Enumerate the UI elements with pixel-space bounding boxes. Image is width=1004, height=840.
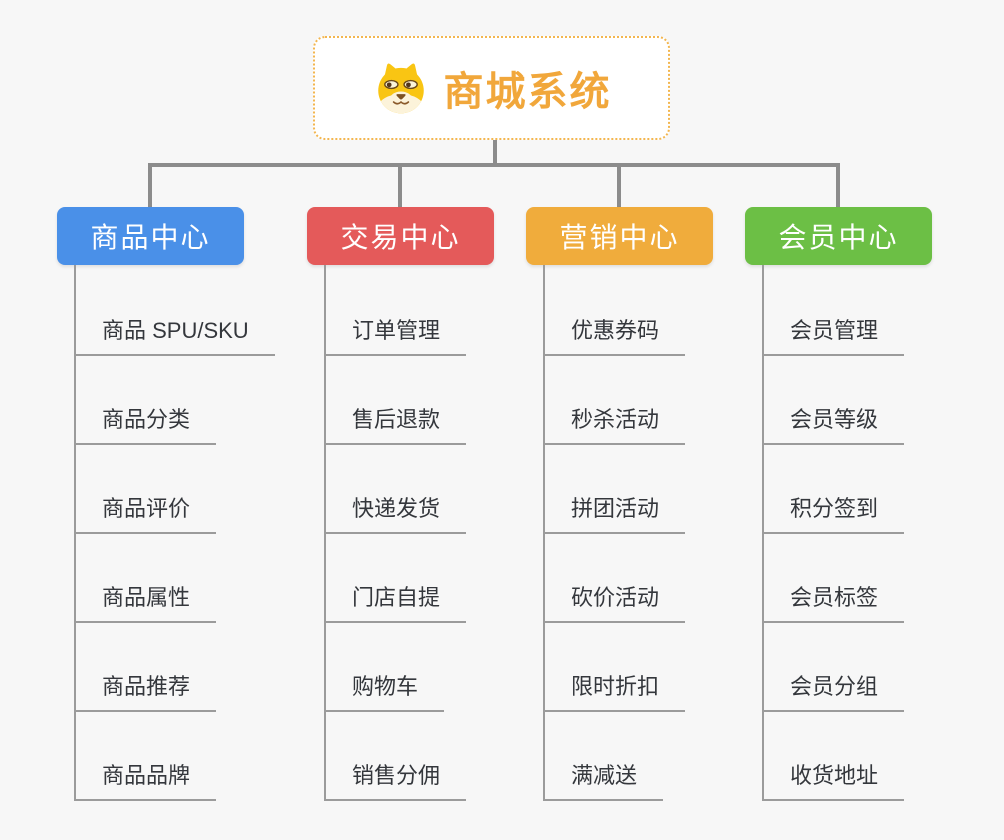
leaf-node[interactable]: 秒杀活动: [543, 402, 686, 445]
branch-node-trade-center[interactable]: 交易中心: [307, 207, 494, 265]
leaf-node[interactable]: 商品 SPU/SKU: [74, 313, 275, 356]
leaf-node[interactable]: 会员等级: [762, 402, 905, 445]
leaf-node[interactable]: 商品推荐: [74, 669, 217, 712]
leaf-node[interactable]: 拼团活动: [543, 491, 686, 534]
leaf-node[interactable]: 商品评价: [74, 491, 217, 534]
leaf-column-member-center: 会员管理 会员等级 积分签到 会员标签 会员分组 收货地址: [762, 267, 1002, 801]
leaf-node[interactable]: 砍价活动: [543, 580, 686, 623]
leaf-node[interactable]: 商品属性: [74, 580, 217, 623]
leaf-node[interactable]: 购物车: [324, 669, 445, 712]
connector-bus: [148, 163, 840, 167]
leaf-node[interactable]: 限时折扣: [543, 669, 686, 712]
leaf-node[interactable]: 会员管理: [762, 313, 905, 356]
leaf-column-marketing-center: 优惠券码 秒杀活动 拼团活动 砍价活动 限时折扣 满减送: [543, 267, 783, 801]
leaf-node[interactable]: 商品品牌: [74, 758, 217, 801]
leaf-node[interactable]: 会员分组: [762, 669, 905, 712]
leaf-node[interactable]: 商品分类: [74, 402, 217, 445]
leaf-node[interactable]: 会员标签: [762, 580, 905, 623]
connector-trunk: [493, 140, 497, 165]
leaf-node[interactable]: 售后退款: [324, 402, 467, 445]
leaf-node[interactable]: 优惠券码: [543, 313, 686, 356]
leaf-node[interactable]: 门店自提: [324, 580, 467, 623]
connector-drop-3: [617, 163, 621, 207]
dog-icon: [377, 63, 424, 114]
leaf-node[interactable]: 积分签到: [762, 491, 905, 534]
connector-drop-4: [836, 163, 840, 207]
branch-node-product-center[interactable]: 商品中心: [57, 207, 244, 265]
leaf-node[interactable]: 快递发货: [324, 491, 467, 534]
branch-node-marketing-center[interactable]: 营销中心: [526, 207, 713, 265]
leaf-node[interactable]: 销售分佣: [324, 758, 467, 801]
leaf-node[interactable]: 收货地址: [762, 758, 905, 801]
connector-drop-1: [148, 163, 152, 207]
leaf-node[interactable]: 订单管理: [324, 313, 467, 356]
branch-node-member-center[interactable]: 会员中心: [745, 207, 932, 265]
connector-drop-2: [398, 163, 402, 207]
root-title: 商城系统: [443, 70, 612, 114]
leaf-column-trade-center: 订单管理 售后退款 快递发货 门店自提 购物车 销售分佣: [324, 267, 564, 801]
leaf-column-product-center: 商品 SPU/SKU 商品分类 商品评价 商品属性 商品推荐 商品品牌: [74, 267, 314, 801]
root-node[interactable]: 商城系统: [313, 36, 670, 140]
leaf-node[interactable]: 满减送: [543, 758, 664, 801]
